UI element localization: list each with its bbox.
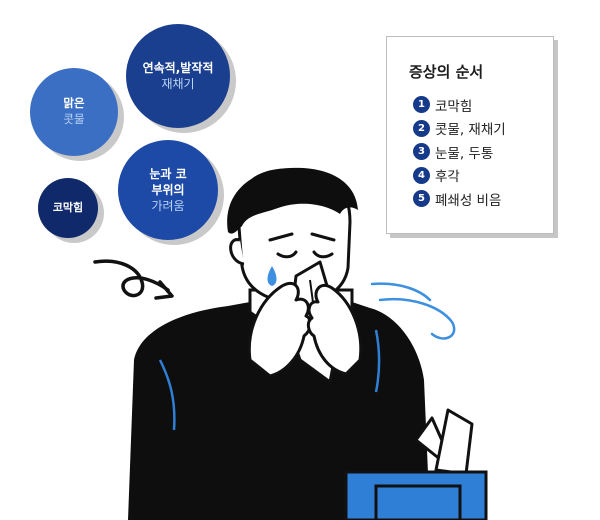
number-badge: 1 — [413, 96, 430, 114]
list-item: 5 폐쇄성 비음 — [413, 187, 506, 211]
bubble-sneezing: 연속적,발작적 재채기 — [126, 24, 230, 128]
panel-title: 증상의 순서 — [409, 63, 484, 81]
bubble-line: 맑은 — [63, 96, 85, 111]
head — [227, 167, 358, 304]
symptom-list: 1 코막힘 2 콧물, 재채기 3 눈물, 두통 4 후각 5 폐쇄성 비음 — [413, 93, 506, 211]
list-item-label: 콧물, 재채기 — [435, 122, 506, 139]
curly-arrow-icon — [93, 259, 174, 300]
number-badge: 4 — [413, 166, 430, 184]
bubble-clear-runny-nose: 맑은 콧물 — [30, 68, 118, 156]
number-badge: 5 — [413, 190, 430, 208]
list-item-label: 후각 — [435, 169, 460, 186]
breeze-lines-icon — [370, 282, 456, 340]
bubble-line: 콧물 — [63, 112, 85, 126]
shirt-fold-left — [158, 359, 176, 431]
bubble-line: 재채기 — [161, 77, 195, 91]
shirt-fold-right — [374, 329, 381, 393]
number-badge: 2 — [413, 119, 430, 137]
tissue-box-icon — [344, 408, 488, 520]
bubble-line: 부위의 — [151, 182, 185, 197]
list-item: 1 코막힘 — [413, 93, 506, 117]
hands — [247, 281, 363, 378]
bubble-line: 연속적,발작적 — [142, 60, 214, 75]
teardrop-icon — [267, 266, 277, 286]
bubble-line: 코막힘 — [52, 200, 84, 214]
list-item-label: 폐쇄성 비음 — [435, 192, 502, 209]
list-item: 2 콧물, 재채기 — [413, 117, 506, 141]
list-item: 3 눈물, 두통 — [413, 140, 506, 164]
bubble-line: 눈과 코 — [149, 166, 187, 181]
list-item-label: 코막힘 — [435, 98, 473, 115]
symptom-order-panel: 증상의 순서 1 코막힘 2 콧물, 재채기 3 눈물, 두통 4 후각 5 폐… — [386, 36, 554, 234]
number-badge: 3 — [413, 143, 430, 161]
bubble-itchy-eyes-nose: 눈과 코 부위의 가려움 — [118, 140, 218, 240]
list-item: 4 후각 — [413, 164, 506, 188]
bubble-nasal-congestion: 코막힘 — [38, 178, 98, 238]
bubble-line: 가려움 — [151, 199, 185, 214]
list-item-label: 눈물, 두통 — [435, 145, 494, 162]
